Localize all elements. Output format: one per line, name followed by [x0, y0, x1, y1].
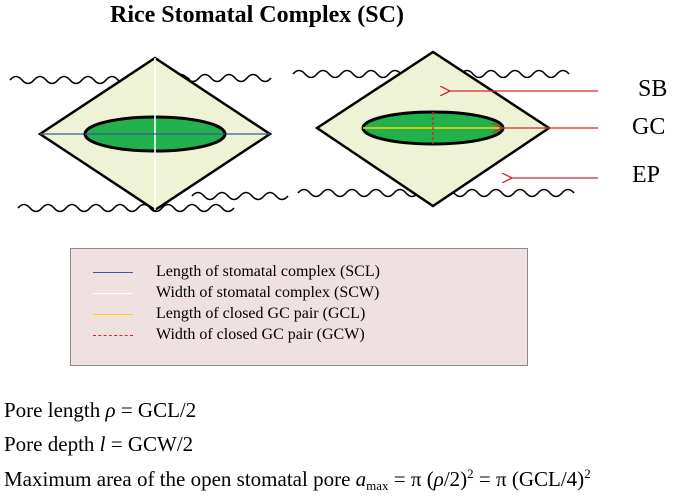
label-ep: EP [632, 162, 661, 188]
legend-swatch-gcw [93, 335, 133, 336]
diagram-title: Rice Stomatal Complex (SC) [110, 2, 404, 28]
legend-item-gcw: Width of closed GC pair (GCW) [71, 326, 527, 346]
legend-swatch-scl [93, 272, 133, 273]
equation-pore-depth: Pore depth l = GCW/2 [4, 432, 194, 456]
legend-label-scl: Length of stomatal complex (SCL) [156, 263, 380, 280]
legend-label-gcl: Length of closed GC pair (GCL) [156, 305, 366, 322]
legend-swatch-scw [93, 293, 133, 294]
legend-label-scw: Width of stomatal complex (SCW) [156, 284, 380, 301]
epidermal-wall-bottom-left [17, 203, 235, 213]
label-gc: GC [632, 114, 666, 140]
epidermal-wall-bottom-mid [191, 191, 289, 201]
label-sb: SB [638, 76, 668, 102]
stomatal-diagram [9, 50, 598, 213]
legend-swatch-gcl [93, 314, 133, 315]
equation-max-area: Maximum area of the open stomatal pore a… [4, 466, 591, 493]
legend-item-scl: Length of stomatal complex (SCL) [71, 263, 527, 283]
legend-label-gcw: Width of closed GC pair (GCW) [156, 326, 365, 343]
legend-box: Length of stomatal complex (SCL) Width o… [70, 248, 528, 366]
legend-item-gcl: Length of closed GC pair (GCL) [71, 305, 527, 325]
equation-pore-length: Pore length ρ = GCL/2 [4, 398, 197, 422]
legend-item-scw: Width of stomatal complex (SCW) [71, 284, 527, 304]
